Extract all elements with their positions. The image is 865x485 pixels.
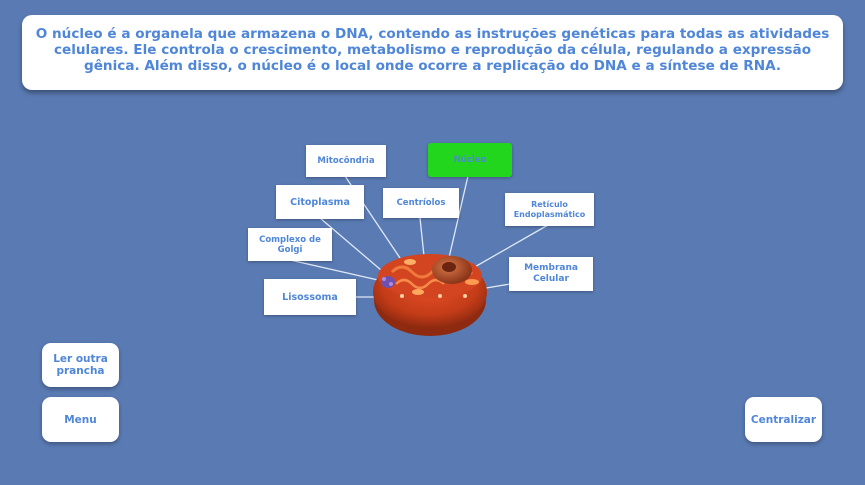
- label-mitocondria[interactable]: Mitocôndria: [306, 145, 386, 177]
- label-mitocondria-text: Mitocôndria: [317, 156, 375, 166]
- cell-body: [373, 254, 487, 336]
- label-complexo-golgi-text: Complexo de Golgi: [259, 234, 321, 255]
- label-citoplasma-text: Citoplasma: [290, 196, 350, 208]
- label-nucleo-text: Núcleo: [453, 155, 487, 165]
- label-centriolos-text: Centríolos: [396, 198, 446, 208]
- label-complexo-golgi[interactable]: Complexo de Golgi: [248, 228, 332, 261]
- label-reticulo[interactable]: Retículo Endoplasmático: [505, 193, 594, 226]
- label-citoplasma[interactable]: Citoplasma: [276, 185, 364, 219]
- label-centriolos[interactable]: Centríolos: [383, 188, 459, 218]
- label-membrana[interactable]: Membrana Celular: [509, 257, 593, 291]
- label-nucleo[interactable]: Núcleo: [428, 143, 512, 177]
- center-button[interactable]: Centralizar: [745, 397, 822, 442]
- menu-label: Menu: [64, 413, 97, 426]
- read-another-button[interactable]: Ler outra prancha: [42, 343, 119, 387]
- label-lisossoma-text: Lisossoma: [282, 291, 338, 303]
- menu-button[interactable]: Menu: [42, 397, 119, 442]
- center-label: Centralizar: [750, 413, 817, 426]
- read-another-label: Ler outra prancha: [53, 353, 108, 377]
- info-panel: O núcleo é a organela que armazena o DNA…: [22, 15, 843, 90]
- label-membrana-text: Membrana Celular: [524, 263, 578, 284]
- info-text: O núcleo é a organela que armazena o DNA…: [35, 26, 830, 74]
- label-reticulo-text: Retículo Endoplasmático: [513, 199, 586, 219]
- label-lisossoma[interactable]: Lisossoma: [264, 279, 356, 315]
